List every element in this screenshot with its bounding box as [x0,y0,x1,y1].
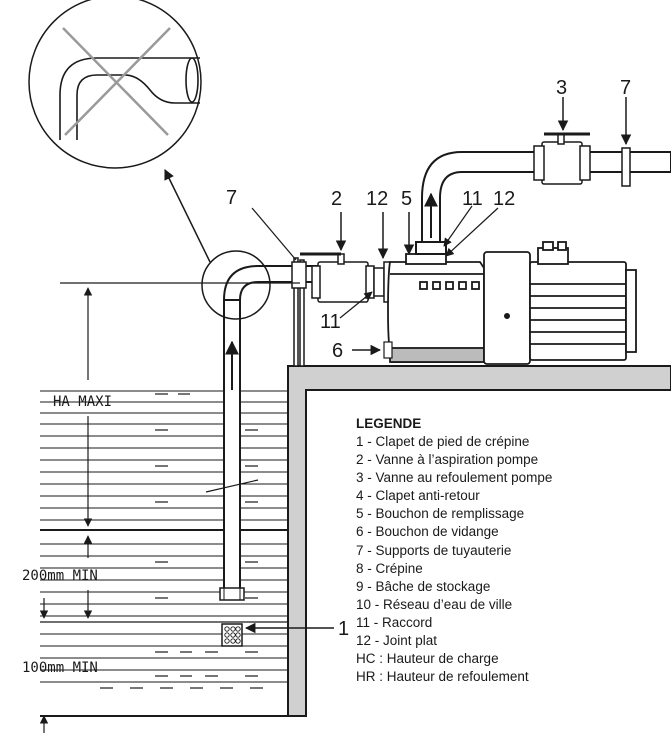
joint12-right-leader [445,207,499,257]
callout-7-right: 7 [620,77,631,99]
motor [483,241,637,365]
coupling11-right-leader [443,205,473,247]
callout-7-left: 7 [226,187,237,209]
callout-6: 6 [332,340,343,362]
callout-2: 2 [331,188,342,210]
detail-highlight-circle [201,250,271,320]
legend-item: 1 - Clapet de pied de crépine [356,434,530,449]
legend-item: HC : Hauteur de charge [356,651,499,667]
callout-1: 1 [338,618,349,640]
strainer [219,587,245,647]
legend-item: 5 - Bouchon de remplissage [356,506,525,522]
legend-item: HR : Hauteur de refoulement [356,669,529,685]
pipe-slant-mark [205,479,259,493]
water-dashes [100,393,263,689]
legend-item: 3 - Vanne au refoulement pompe [356,470,553,486]
legend-item: 2 - Vanne à l’aspiration pompe [356,452,539,468]
legend: LEGENDE 1 - Clapet de pied de crépine 2 … [356,416,656,686]
min-200-label: 200mm MIN [22,568,98,584]
legend-item: 6 - Bouchon de vidange [356,524,499,540]
suction-valve [300,252,375,303]
callout-12-right: 12 [493,188,515,210]
callout-11-bottom: 11 [320,311,341,333]
pipe-support-left [291,257,307,367]
detail-incorrect-elbow [28,0,202,169]
coupling11-leader [339,291,373,319]
motor-bolt [504,313,510,319]
support-left-leader [251,207,297,261]
legend-item: 8 - Crépine [356,560,423,576]
callout-3: 3 [556,77,567,99]
legend-list: 1 - Clapet de pied de crépine 2 - Vanne … [356,433,656,686]
water-lines [40,390,288,683]
legend-item: 12 - Joint plat [356,633,438,649]
legend-title: LEGENDE [356,416,422,431]
pump-body [387,253,485,363]
legend-item: 10 - Réseau d’eau de ville [356,596,513,612]
pipe-support-right [621,147,631,187]
callout-11-top: 11 [462,188,483,210]
callout-5: 5 [401,188,412,210]
ha-maxi-label: HA MAXI [53,394,112,410]
callout-12-left: 12 [366,188,388,210]
legend-item: 11 - Raccord [356,614,433,630]
detail-pointer-arrow [164,169,211,263]
legend-item: 4 - Clapet anti-retour [356,488,480,504]
drain-plug [383,341,393,359]
legend-item: 9 - Bâche de stockage [356,578,491,594]
legend-item: 7 - Supports de tuyauterie [356,542,512,558]
dimension-lines [39,282,300,733]
min-100-label: 100mm MIN [22,660,98,676]
discharge-valve [533,132,591,185]
